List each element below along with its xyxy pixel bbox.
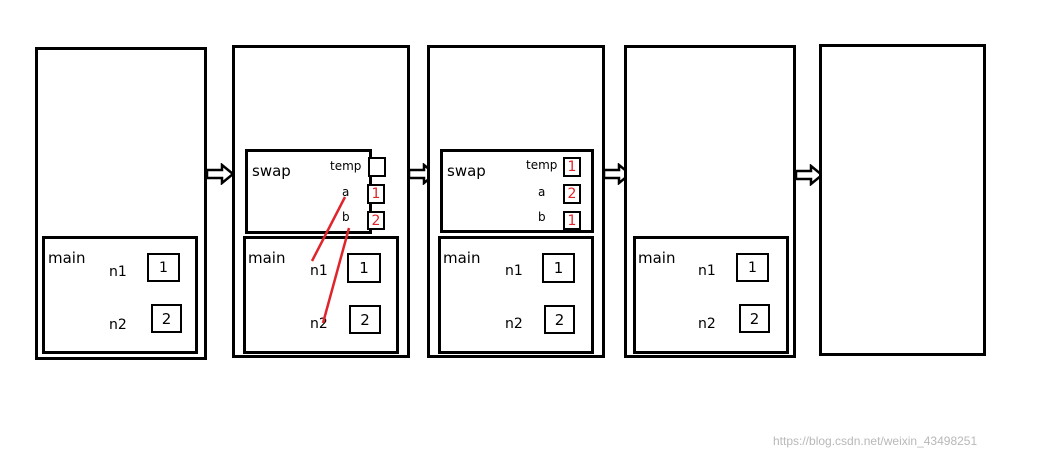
n1-label: n1 [698,263,716,279]
swap-frame: swap temp a 1 b 2 [245,149,386,234]
n1-label: n1 [505,263,523,279]
memory-panel-1: main n1 1 n2 2 [35,47,207,360]
temp-value-cell: 1 [563,157,581,177]
n1-label: n1 [109,264,127,280]
main-frame: main n1 1 n2 2 [633,236,789,354]
n1-value-cell: 1 [736,253,769,282]
main-frame-title: main [638,249,676,267]
main-frame: main n1 1 n2 2 [243,236,399,354]
n1-value-cell: 1 [542,253,575,283]
swap-frame: swap temp 1 a 2 b 1 [440,149,594,233]
memory-panel-4: main n1 1 n2 2 [624,45,796,358]
temp-value-cell [368,157,386,177]
n2-value-cell: 2 [739,304,770,333]
memory-panel-5 [819,44,986,356]
main-frame-title: main [443,249,481,267]
a-value-cell: 1 [367,184,385,204]
n2-label: n2 [109,317,127,333]
swap-frame-title: swap [252,162,291,180]
copy-line-n1-to-a [310,196,347,262]
parameter-copy-lines [310,196,351,324]
main-frame-title: main [48,249,86,267]
b-label: b [342,210,350,224]
a-label: a [342,185,350,199]
a-value-cell: 2 [563,184,581,204]
swap-frame-title: swap [447,162,486,180]
n1-value-cell: 1 [147,253,180,282]
b-value-cell: 2 [367,211,385,230]
n2-label: n2 [505,316,523,332]
n2-value-cell: 2 [349,305,381,334]
main-frame: main n1 1 n2 2 [438,236,594,354]
right-arrow-icon [794,164,824,186]
n2-label: n2 [698,316,716,332]
n1-label: n1 [310,263,328,279]
memory-panel-2: swap temp a 1 b 2 main n1 1 n2 2 [232,45,410,358]
n2-value-cell: 2 [151,304,182,333]
main-frame: main n1 1 n2 2 [42,236,198,354]
memory-panel-3: swap temp 1 a 2 b 1 main n1 1 n2 2 [427,45,605,358]
n1-value-cell: 1 [347,253,381,283]
a-label: a [538,185,546,199]
b-value-cell: 1 [563,211,581,230]
temp-label: temp [330,159,362,173]
main-frame-title: main [248,249,286,267]
copy-line-n2-to-b [321,227,351,324]
b-label: b [538,210,546,224]
n2-value-cell: 2 [544,305,575,334]
temp-label: temp [526,158,558,172]
watermark-text: https://blog.csdn.net/weixin_43498251 [773,434,978,448]
right-arrow-icon [205,163,235,185]
